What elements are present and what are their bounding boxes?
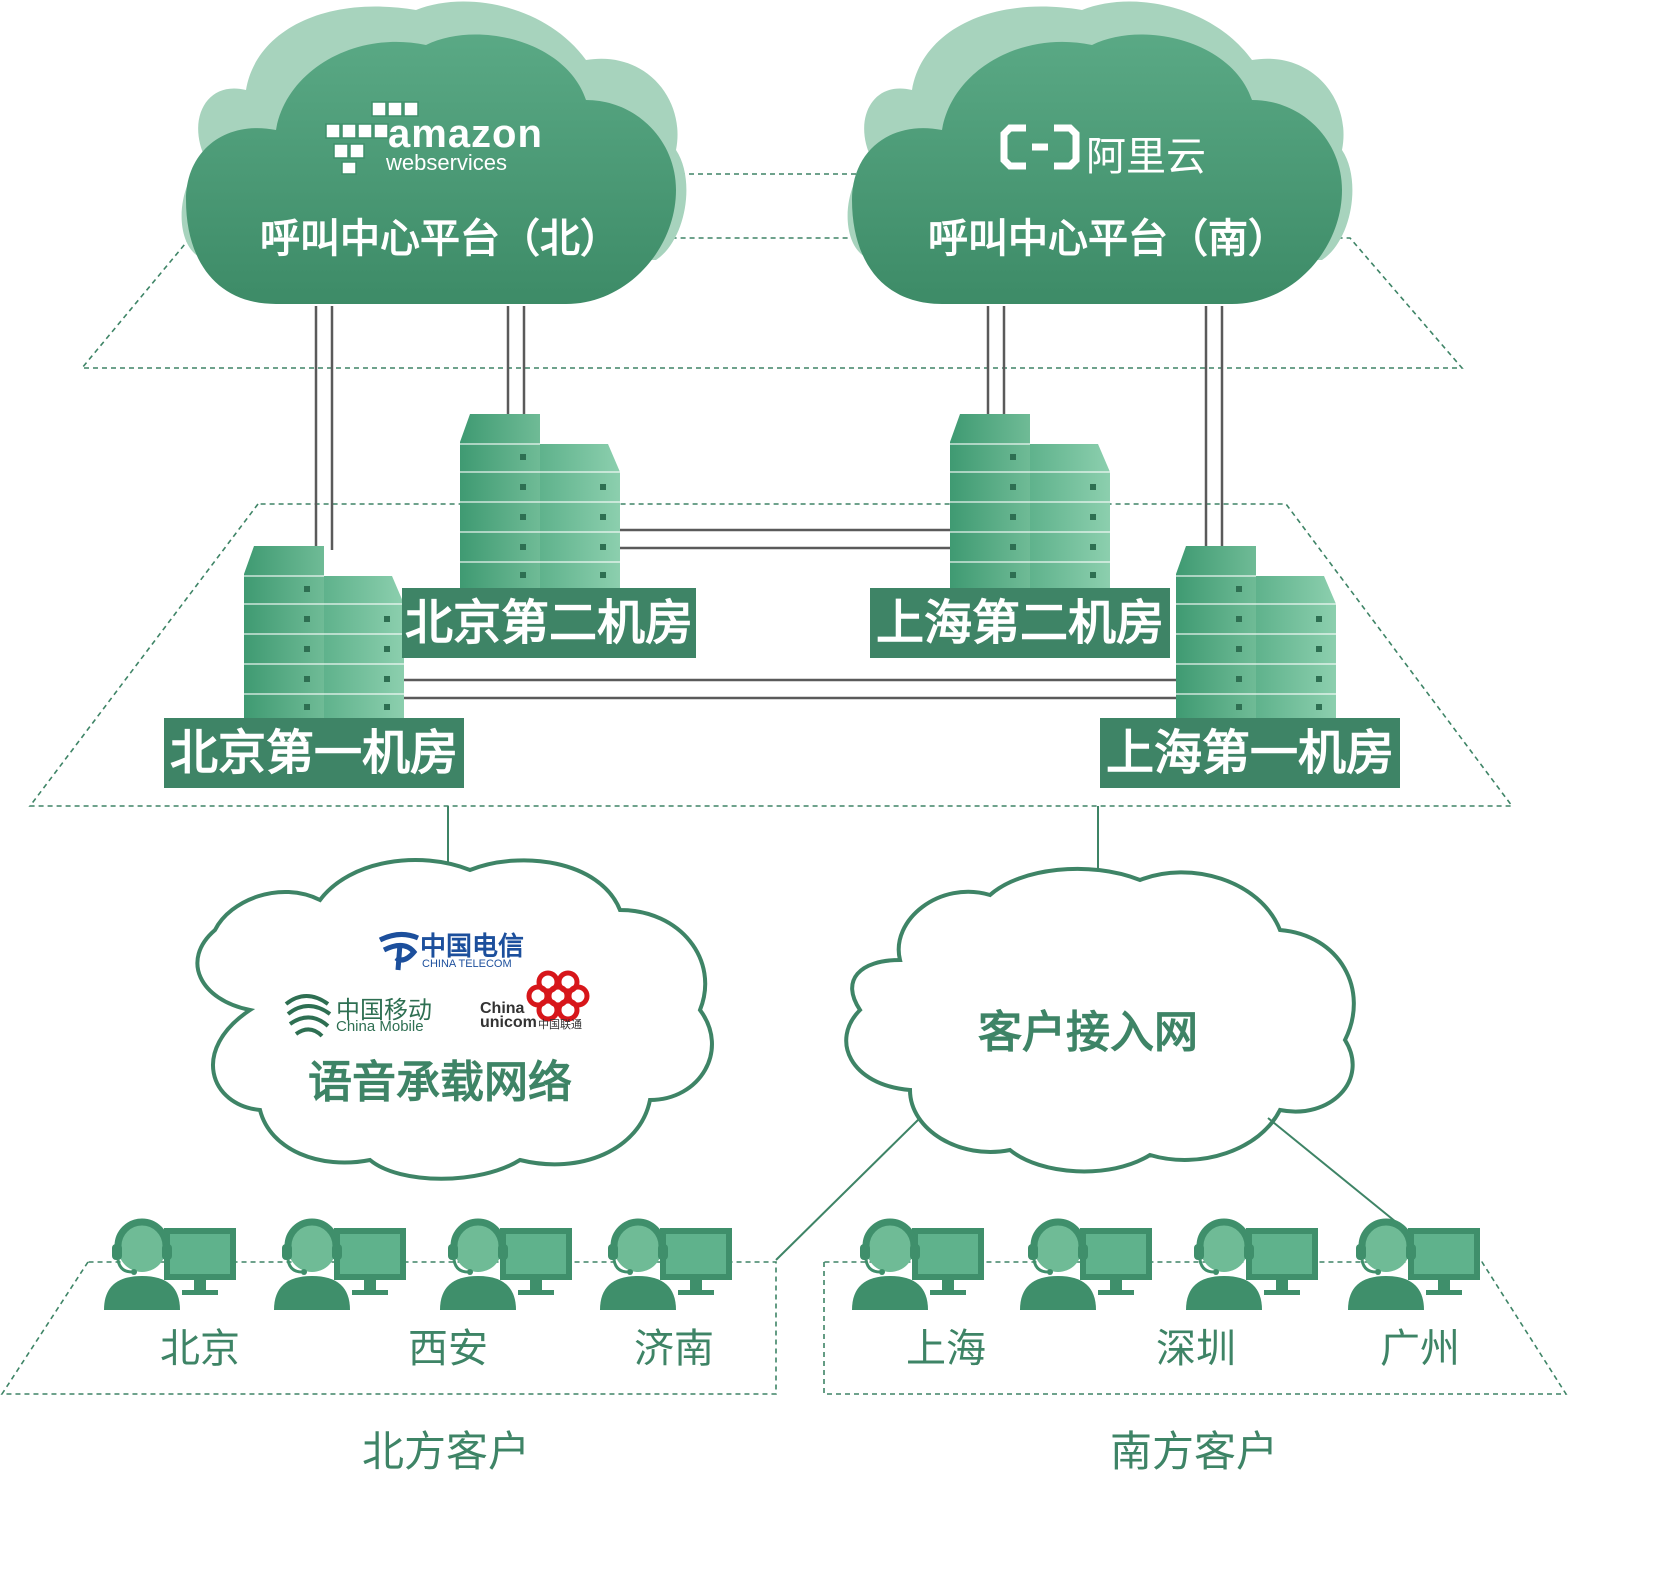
mobile-cn-text: 中国移动 [336, 997, 432, 1024]
unicom-line1-text: China [480, 1000, 525, 1017]
mobile-icon [284, 994, 332, 1038]
north-platform-title: 呼叫中心平台（北） [260, 216, 620, 262]
telecom-cn-text: 中国电信 [420, 931, 525, 961]
city-xian: 西安 [408, 1326, 488, 1372]
shanghai-second-dc-label: 上海第二机房 [870, 588, 1170, 658]
south-agents [852, 1222, 1480, 1310]
beijing-first-dc-label: 北京第一机房 [164, 718, 464, 788]
north-agents [104, 1222, 732, 1310]
dashed-planes [0, 237, 1568, 1395]
north-customers-label: 北方客户 [362, 1427, 531, 1476]
access-network-title: 客户接入网 [978, 1007, 1198, 1058]
interlinks [402, 528, 1178, 700]
aliyun-logo-word: 阿里云 [1086, 135, 1206, 179]
aws-logo-word: amazon [388, 112, 543, 156]
beijing-second-dc-label: 北京第二机房 [402, 588, 696, 658]
city-beijing: 北京 [160, 1326, 240, 1372]
cloud-north [181, 1, 687, 305]
unicom-icon [526, 970, 590, 1022]
city-guangzhou: 广州 [1380, 1326, 1460, 1372]
aws-cubes-icon [325, 101, 419, 175]
aliyun-bracket-icon [1000, 124, 1080, 170]
unicom-cn-text: 中国联通 [538, 1019, 582, 1031]
mobile-en-text: China Mobile [336, 1018, 424, 1035]
telecom-icon [378, 932, 420, 971]
aws-logo-sub: webservices [386, 150, 508, 175]
voice-network-cloud [195, 858, 714, 1181]
unicom-line2-text: unicom [480, 1014, 537, 1031]
telecom-en-text: CHINA TELECOM [422, 958, 512, 970]
uplinks [314, 306, 1224, 550]
voice-network-title: 语音承载网络 [308, 1057, 572, 1108]
city-shanghai: 上海 [906, 1326, 986, 1372]
access-network-cloud [844, 866, 1356, 1174]
shanghai-first-dc-label: 上海第一机房 [1100, 718, 1400, 788]
cloud-south [847, 1, 1353, 305]
south-customers-label: 南方客户 [1110, 1427, 1279, 1476]
south-platform-title: 呼叫中心平台（南） [928, 216, 1288, 262]
city-jinan: 济南 [634, 1326, 714, 1372]
city-shenzhen: 深圳 [1156, 1326, 1236, 1372]
